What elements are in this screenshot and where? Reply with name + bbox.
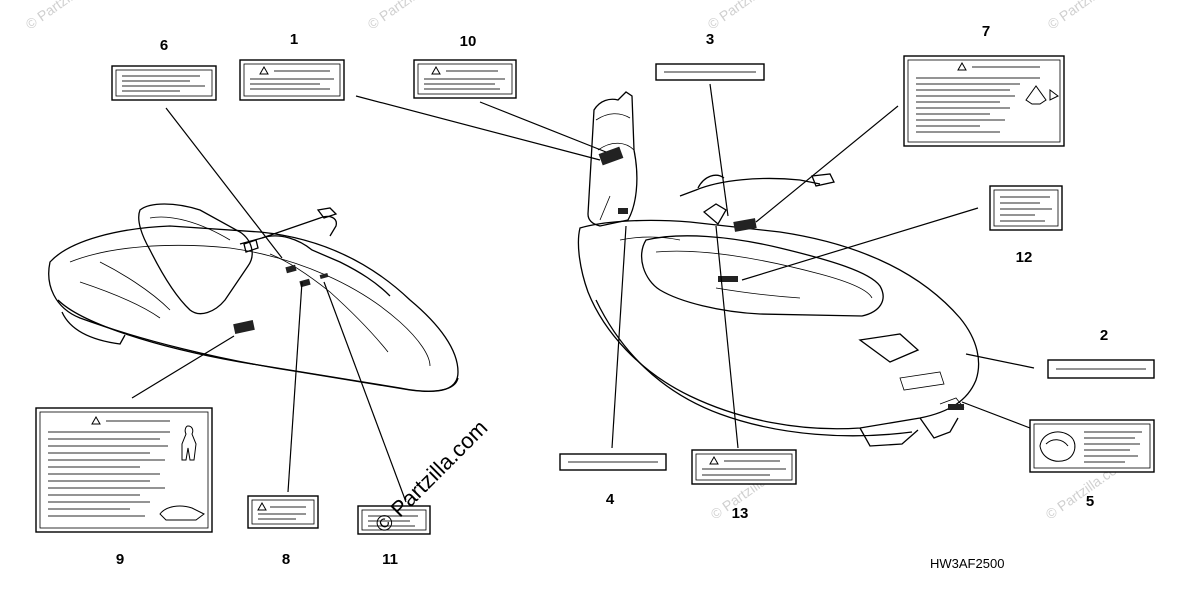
label-9-sticker — [35, 407, 213, 533]
callout-numbers: 6 1 10 3 7 12 2 5 4 13 9 8 11 — [116, 23, 1108, 568]
label-3-sticker — [655, 63, 765, 81]
label-4-sticker — [559, 453, 667, 471]
label-1-sticker — [239, 59, 345, 101]
callout-10: 10 — [460, 33, 477, 50]
label-11-sticker — [357, 505, 431, 535]
label-6-sticker — [111, 65, 217, 101]
callout-8: 8 — [282, 551, 290, 568]
faint-watermark: © Partzilla.com — [705, 0, 791, 32]
figure-code: HW3AF2500 — [930, 556, 1004, 571]
label-8-sticker — [247, 495, 319, 529]
callout-13: 13 — [732, 505, 749, 522]
faint-watermark: © Partzilla.com — [23, 0, 109, 32]
callout-1: 1 — [290, 31, 298, 48]
callout-5: 5 — [1086, 493, 1094, 510]
label-12-sticker — [989, 185, 1063, 231]
callout-7: 7 — [982, 23, 990, 40]
label-10-sticker — [413, 59, 517, 99]
label-2-sticker — [1047, 359, 1155, 379]
callout-2: 2 — [1100, 327, 1108, 344]
callout-11: 11 — [382, 551, 398, 568]
callout-9: 9 — [116, 551, 124, 568]
watercraft-left — [48, 203, 459, 393]
faint-watermark: © Partzilla.com — [1045, 0, 1131, 32]
callout-6: 6 — [160, 37, 168, 54]
label-5-sticker — [1029, 419, 1155, 473]
partzilla-watermark: © Partzilla.com — [370, 415, 493, 538]
label-7-sticker — [903, 55, 1065, 147]
label-13-sticker — [691, 449, 797, 485]
callout-3: 3 — [706, 31, 714, 48]
callout-4: 4 — [606, 491, 615, 508]
callout-12: 12 — [1016, 249, 1033, 266]
leader-lines — [131, 83, 1035, 503]
faint-watermark: © Partzilla.com — [365, 0, 451, 32]
